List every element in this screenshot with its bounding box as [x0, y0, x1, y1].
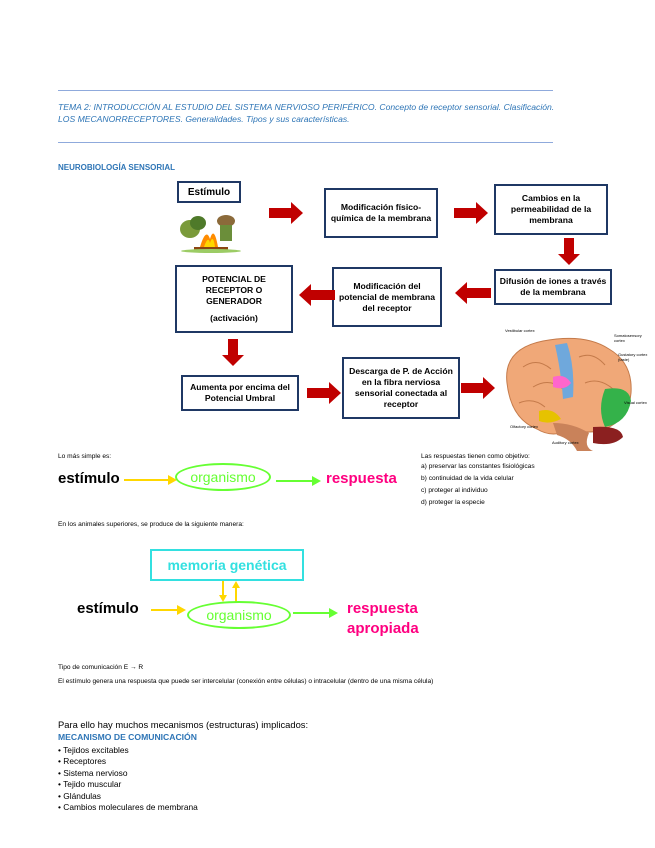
comunicacion-texto: El estímulo genera una respuesta que pue…	[58, 678, 434, 685]
superiores-intro: En los animales superiores, se produce d…	[58, 521, 244, 528]
superiores-respuesta-l2: apropiada	[347, 620, 419, 637]
memoria-genetica-box: memoria genética	[150, 549, 304, 581]
arrow-right-3	[307, 382, 341, 404]
arrow-right-4	[461, 377, 495, 399]
box-cambios-permeabilidad: Cambios en la permeabilidad de la membra…	[494, 184, 608, 235]
brain-label-gustatory: Gustatory cortex (taste)	[618, 352, 648, 362]
objetivo-b: b) continuidad de la vida celular	[421, 475, 514, 482]
brain-label-somatosensory: Somatosensory cortex	[614, 333, 642, 343]
box-difusion-iones: Difusión de iones a través de la membran…	[494, 269, 612, 305]
brain-label-auditory: Auditory cortex	[552, 440, 579, 445]
simple-estimulo: estímulo	[58, 470, 120, 487]
objetivo-a: a) preservar las constantes fisiológicas	[421, 463, 535, 470]
brain-label-visual: Visual cortex	[624, 400, 647, 405]
objetivo-c: c) proteger al individuo	[421, 487, 488, 494]
brain-label-vestibular: Vestibular cortex	[505, 328, 535, 333]
simple-respuesta: respuesta	[326, 470, 397, 487]
superiores-respuesta: respuesta apropiada	[347, 599, 419, 639]
potencial-title: POTENCIAL DE RECEPTOR O GENERADOR	[202, 274, 266, 306]
arrow-yellow-simple	[124, 475, 177, 485]
mecanismos-intro: Para ello hay muchos mecanismos (estruct…	[58, 719, 309, 730]
list-item: Tejidos excitables	[58, 745, 198, 756]
simple-organismo-ellipse: organismo	[175, 463, 271, 491]
arrow-right-2	[454, 202, 488, 224]
brain-illustration	[506, 337, 632, 451]
list-item: Cambios moleculares de membrana	[58, 802, 198, 813]
box-aumenta-umbral: Aumenta por encima del Potencial Umbral	[181, 375, 299, 411]
simple-organismo: organismo	[190, 469, 256, 485]
arrows-memoria-organismo	[219, 581, 240, 602]
arrow-yellow-superiores	[151, 605, 186, 615]
box-modificacion-fisico-quimica: Modificación físico-química de la membra…	[324, 188, 438, 238]
box-descarga-potencial-accion: Descarga de P. de Acción en la fibra ner…	[342, 357, 460, 419]
list-item: Sistema nervioso	[58, 768, 198, 779]
arrow-left-2	[299, 284, 335, 306]
arrow-green-superiores	[293, 608, 338, 618]
header-rule-top	[58, 90, 553, 91]
objetivos-title: Las respuestas tienen como objetivo:	[421, 453, 530, 460]
memoria-genetica-label: memoria genética	[167, 557, 287, 573]
objetivo-d: d) proteger la especie	[421, 499, 485, 506]
box-potencial-receptor: POTENCIAL DE RECEPTOR O GENERADOR (activ…	[175, 265, 293, 333]
campfire-illustration	[176, 207, 246, 253]
arrow-green-simple	[276, 476, 321, 486]
mecanismos-list: Tejidos excitables Receptores Sistema ne…	[58, 745, 198, 813]
superiores-organismo-ellipse: organismo	[187, 601, 291, 629]
superiores-organismo: organismo	[206, 607, 272, 623]
document-header: TEMA 2: INTRODUCCIÓN AL ESTUDIO DEL SIST…	[58, 102, 555, 124]
arrow-down-2	[222, 339, 244, 366]
list-item: Glándulas	[58, 791, 198, 802]
list-item: Receptores	[58, 756, 198, 767]
superiores-estimulo: estímulo	[77, 600, 139, 617]
arrow-down-1	[558, 238, 580, 265]
box-estimulo: Estímulo	[177, 181, 241, 203]
tipo-comunicacion: Tipo de comunicación E → R	[58, 664, 144, 671]
mecanismos-title: MECANISMO DE COMUNICACIÓN	[58, 732, 197, 742]
arrow-left-1	[455, 282, 491, 304]
box-modificacion-potencial: Modificación del potencial de membrana d…	[332, 267, 442, 327]
arrow-right-1	[269, 202, 303, 224]
section-title-neurobiologia: NEUROBIOLOGÍA SENSORIAL	[58, 163, 176, 172]
potencial-subtitle: (activación)	[210, 313, 258, 323]
list-item: Tejido muscular	[58, 779, 198, 790]
simple-intro: Lo más simple es:	[58, 453, 112, 460]
superiores-respuesta-l1: respuesta	[347, 600, 418, 617]
header-rule-bottom	[58, 142, 553, 143]
brain-label-olfactory: Olfactory cortex	[510, 424, 539, 429]
